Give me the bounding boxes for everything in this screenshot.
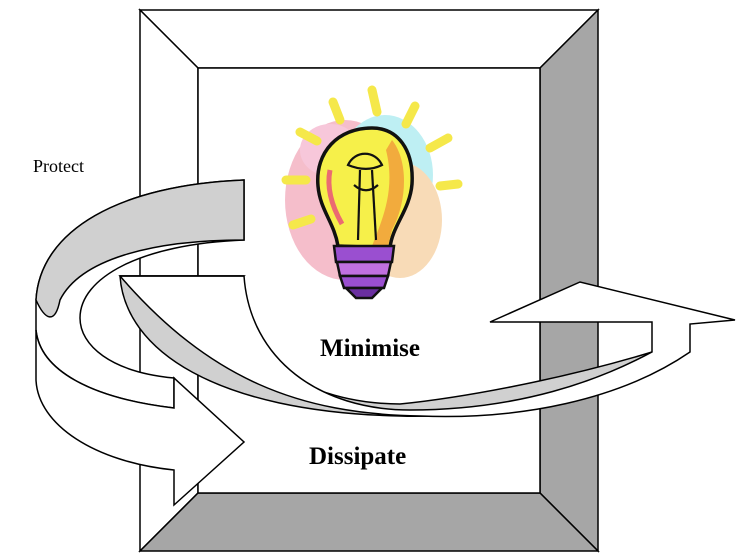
protect-label: Protect — [33, 156, 84, 176]
minimise-label: Minimise — [320, 335, 420, 362]
frame-right-bevel — [540, 10, 598, 551]
frame-bottom-bevel — [140, 493, 598, 551]
dissipate-label: Dissipate — [309, 443, 406, 470]
frame-top-bevel — [140, 10, 598, 68]
